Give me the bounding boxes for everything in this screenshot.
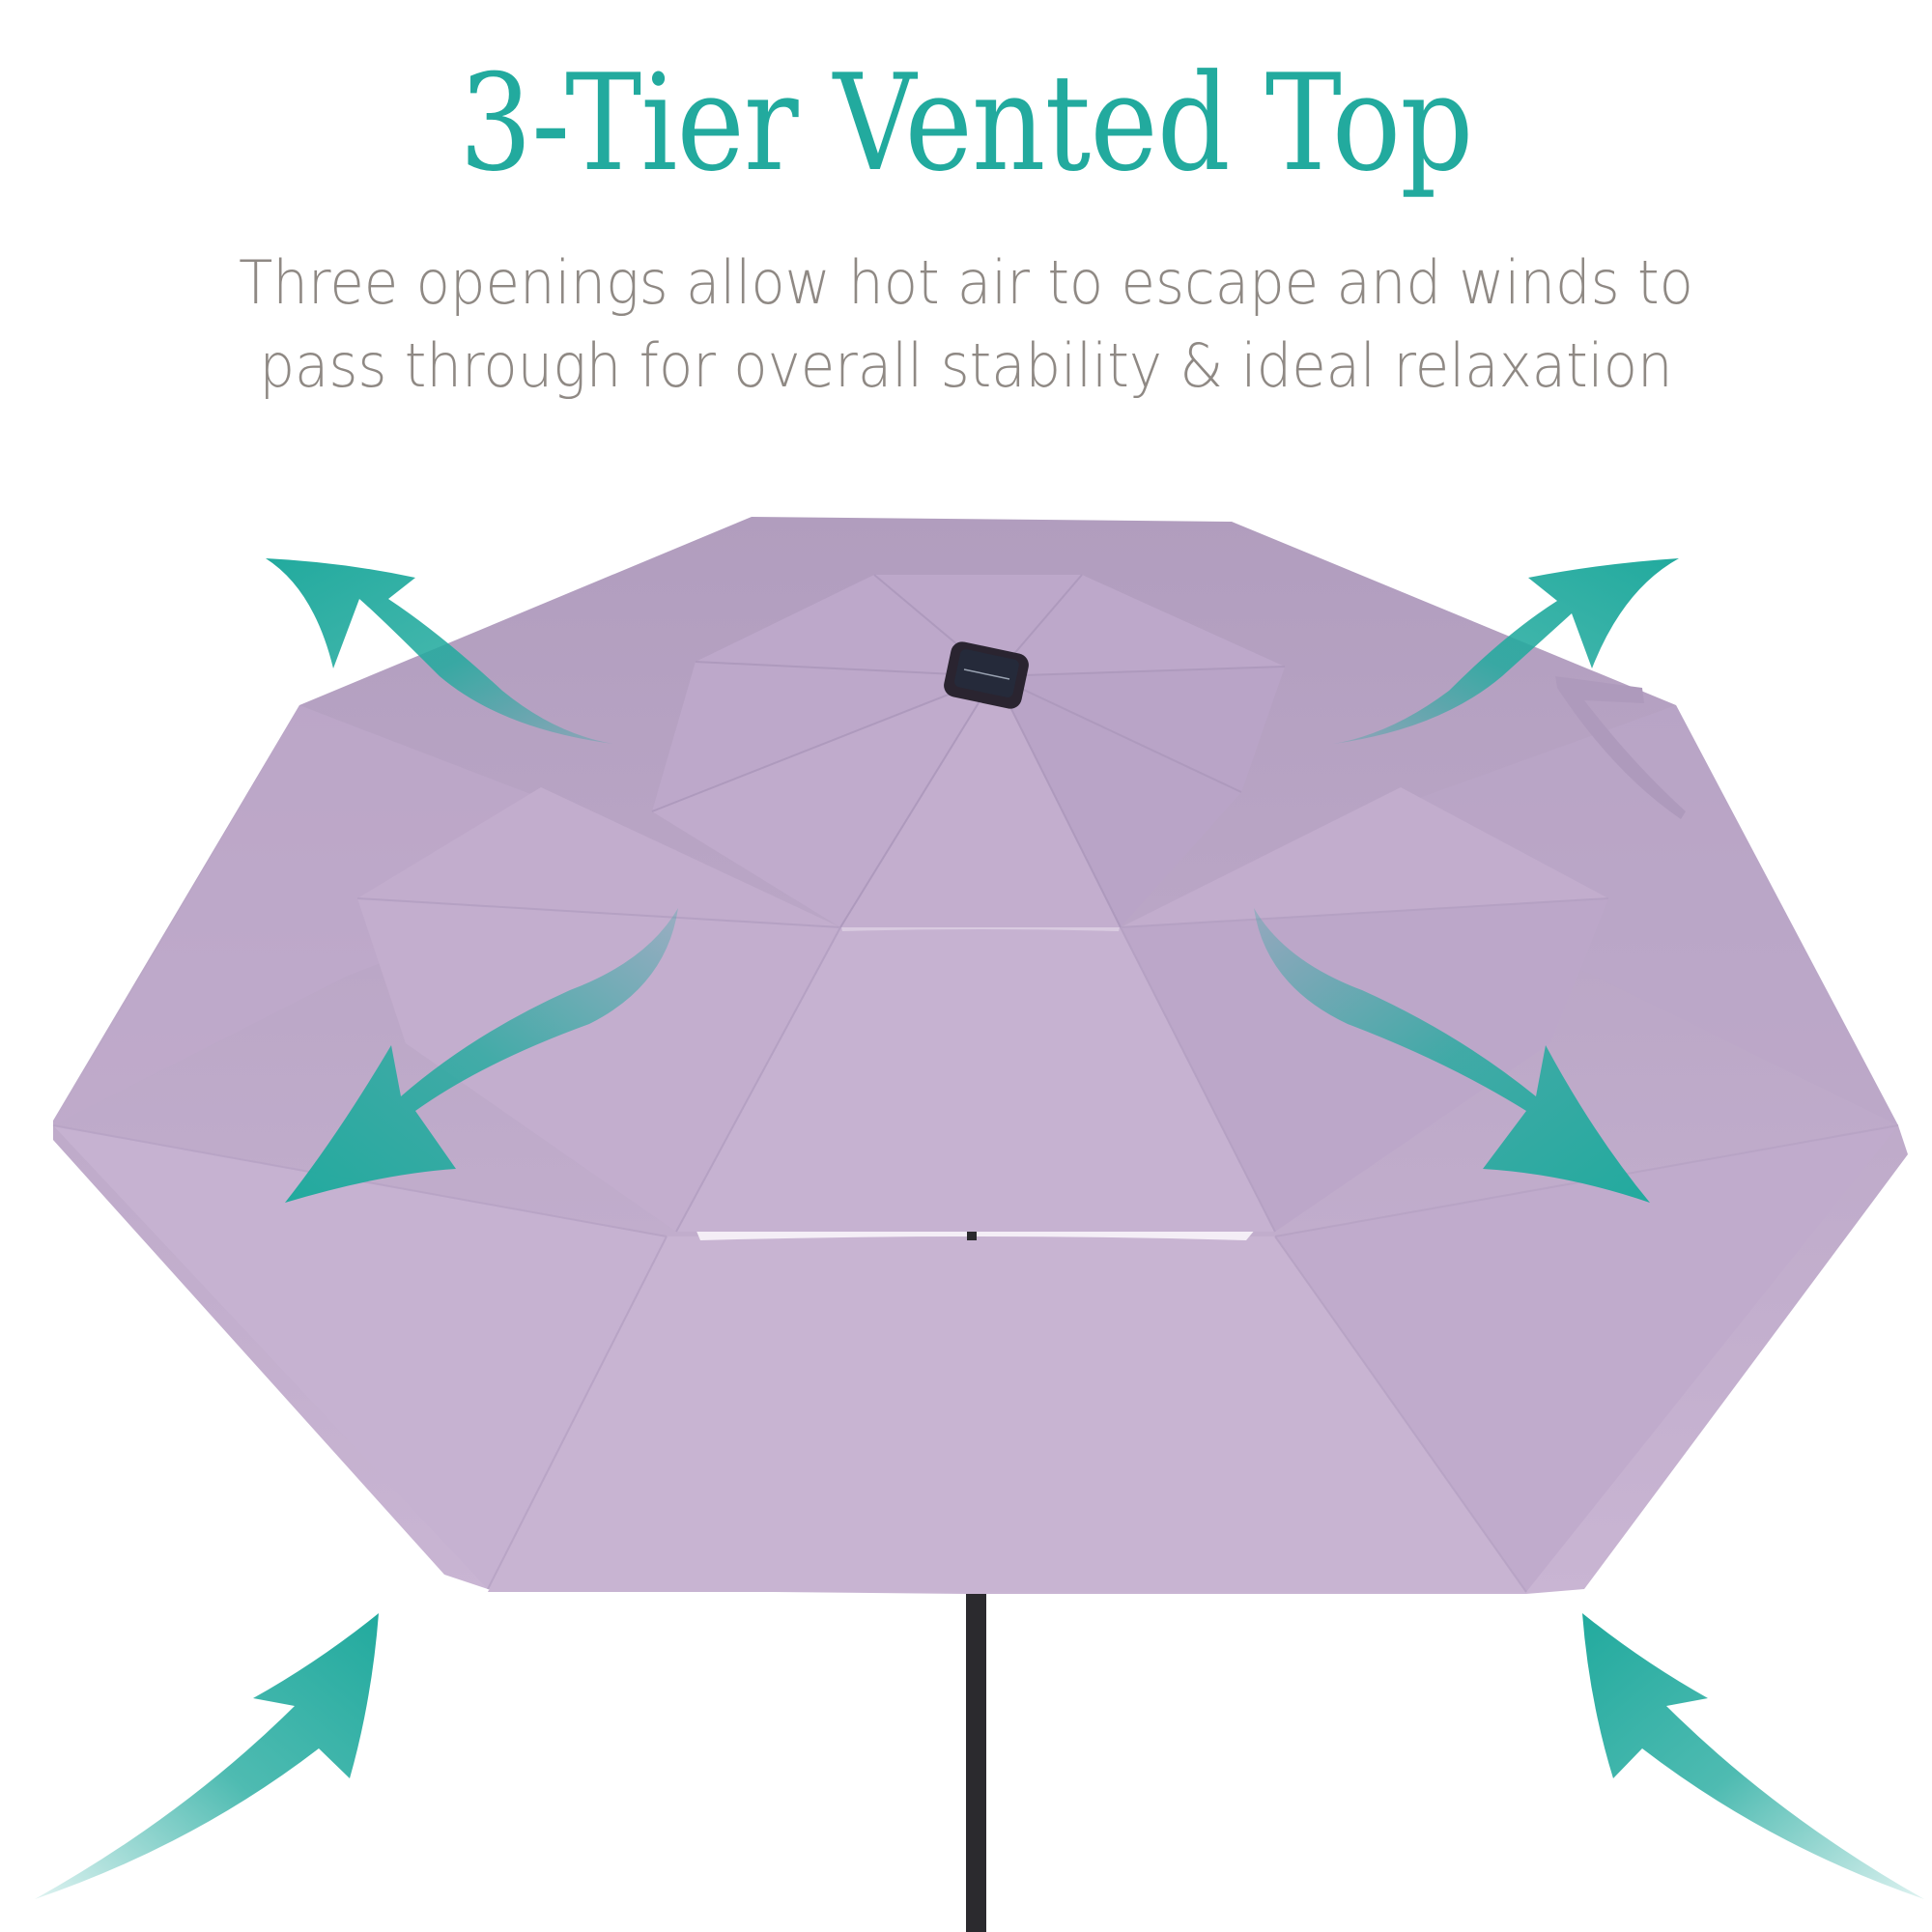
arrow-lower-right-icon [1582,1613,1924,1899]
subtitle-line-2: pass through for overall stability & ide… [259,330,1673,401]
arrow-upper-right-icon [1333,558,1679,744]
page-title: 3-Tier Vented Top [459,45,1473,201]
canopy-tier-top [651,574,1286,928]
tie-strap [1555,676,1686,819]
subtitle-line-1: Three openings allow hot air to escape a… [239,247,1693,318]
arrow-upper-left-icon [266,558,613,744]
canopy-tier-middle [356,787,1609,1233]
arrow-middle-right-icon [1254,908,1650,1203]
solar-panel-icon [944,641,1029,709]
page-subtitle: Three openings allow hot air to escape a… [68,242,1864,408]
arrow-lower-left-icon [35,1613,379,1899]
arrow-middle-left-icon [285,908,678,1203]
